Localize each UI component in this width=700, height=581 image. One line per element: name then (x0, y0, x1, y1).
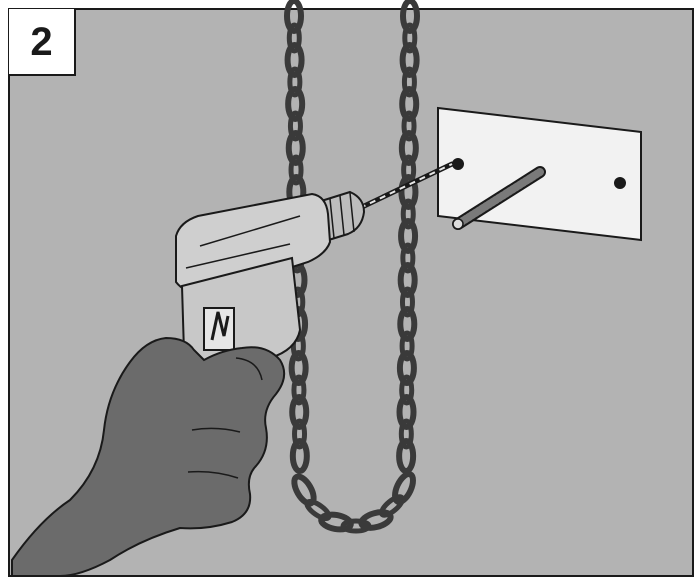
plate-hole-right (614, 177, 626, 189)
step-badge: 2 (9, 9, 76, 76)
step-number: 2 (30, 22, 52, 62)
